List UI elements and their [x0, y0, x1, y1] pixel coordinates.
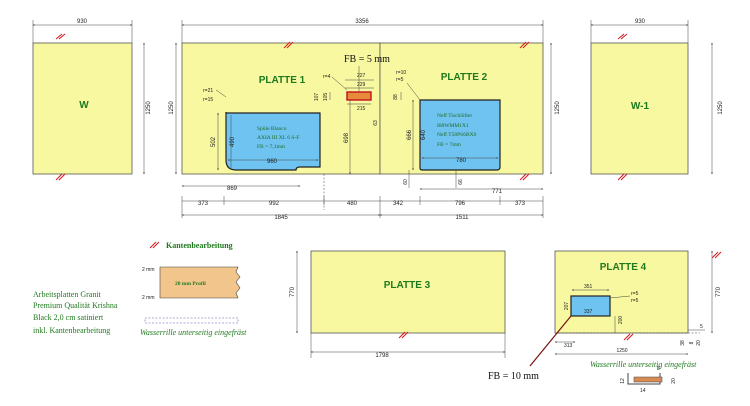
svg-text:1798: 1798 [375, 353, 389, 359]
svg-text:66: 66 [458, 179, 464, 185]
svg-text:r=5: r=5 [396, 77, 404, 83]
svg-text:313: 313 [564, 343, 573, 349]
svg-text:229: 229 [357, 82, 366, 88]
wasser-label-1: Wasserrille unterseitig eingefräst [140, 328, 247, 337]
svg-text:502: 502 [211, 136, 217, 147]
svg-text:1250: 1250 [718, 101, 724, 115]
svg-text:107: 107 [314, 93, 320, 102]
svg-text:342: 342 [393, 201, 404, 207]
kanten-label: Kantenbearbeitung [166, 241, 233, 250]
platte-3-title: PLATTE 3 [384, 280, 431, 291]
p1-height-dim: 1250 [169, 101, 175, 115]
svg-text:930: 930 [635, 19, 646, 25]
svg-text:780: 780 [456, 158, 467, 164]
svg-text:373: 373 [515, 201, 526, 207]
platte-2-title: PLATTE 2 [441, 72, 488, 83]
svg-text:207: 207 [564, 302, 570, 311]
svg-text:r=21: r=21 [203, 88, 213, 94]
fb5-label: FB = 5 mm [344, 54, 390, 65]
svg-text:r=15: r=15 [203, 97, 213, 103]
svg-text:770: 770 [716, 286, 722, 297]
svg-text:20 mm Profil: 20 mm Profil [175, 281, 206, 287]
svg-text:r=4: r=4 [323, 74, 331, 80]
svg-text:Premium Qualität Krishna: Premium Qualität Krishna [33, 301, 118, 310]
p2-height-dim: 1250 [555, 101, 561, 115]
svg-text:2 mm: 2 mm [142, 295, 155, 301]
fb5-cutout [346, 91, 372, 101]
platte-1-title: PLATTE 1 [259, 75, 306, 86]
svg-text:Arbeitsplatten Granit: Arbeitsplatten Granit [33, 290, 102, 299]
svg-text:inkl. Kantenbearbeitung: inkl. Kantenbearbeitung [33, 326, 110, 335]
svg-text:63: 63 [373, 120, 379, 126]
sink-4 [570, 295, 611, 317]
sink-2-line-1: Neff Tischlüfter [437, 112, 472, 119]
profile-sample: 20 mm Profil 2 mm 2 mm [142, 266, 241, 301]
groove-detail: 8 12 20 14 [620, 366, 677, 394]
sink-2: Neff Tischlüfter I88WMM1X1 Neff T58PS6BX… [419, 99, 501, 171]
sink-1: Spüle Blanco AXIA III XL 6 S-F FB = 7,1m… [225, 111, 321, 171]
svg-text:200: 200 [618, 316, 624, 325]
svg-text:20: 20 [671, 378, 677, 384]
slab-w-label: W [79, 100, 89, 111]
w-height-dim: 1250 [146, 101, 152, 115]
slab-w-1: W-1 930 1250 [590, 19, 724, 181]
svg-text:698: 698 [344, 132, 350, 143]
svg-text:8: 8 [657, 366, 660, 372]
water-groove-sample [144, 317, 239, 324]
sink-2-line-3: Neff T58PS6BX0 [437, 131, 477, 138]
svg-text:14: 14 [640, 388, 646, 394]
svg-text:480: 480 [347, 201, 358, 207]
svg-text:227: 227 [357, 73, 366, 79]
total-width-dim: 3356 [355, 19, 369, 25]
sink-1-line-1: Spüle Blanco [257, 126, 287, 132]
svg-text:105: 105 [323, 93, 329, 102]
svg-text:351: 351 [584, 284, 593, 290]
edge-mark-icon [149, 241, 157, 249]
svg-text:640: 640 [421, 129, 427, 140]
svg-text:373: 373 [198, 201, 209, 207]
sink-2-line-2: I88WMM1X1 [437, 123, 469, 129]
platte-4-title: PLATTE 4 [600, 262, 647, 273]
svg-text:666: 666 [407, 129, 413, 140]
svg-text:1511: 1511 [456, 215, 470, 221]
svg-text:337: 337 [584, 309, 593, 315]
svg-text:215: 215 [357, 106, 366, 112]
svg-text:88: 88 [393, 94, 399, 100]
svg-text:869: 869 [227, 186, 238, 192]
svg-text:20: 20 [696, 340, 702, 346]
sink-1-line-3: FB = 7,1mm [257, 144, 286, 150]
slab-platte-4: PLATTE 4 351 207 337 200 r=5 r=5 313 125… [554, 250, 722, 355]
sink-1-line-2: AXIA III XL 6 S-F [257, 135, 299, 141]
svg-text:r=5: r=5 [631, 298, 639, 304]
svg-text:5: 5 [700, 324, 703, 330]
svg-text:796: 796 [455, 201, 466, 207]
svg-text:38: 38 [680, 340, 686, 346]
fb10-label: FB = 10 mm [488, 371, 539, 382]
material-info: Arbeitsplatten Granit Premium Qualität K… [33, 290, 118, 335]
svg-text:60: 60 [403, 179, 409, 185]
svg-text:r=10: r=10 [396, 70, 406, 76]
svg-text:960: 960 [267, 159, 278, 165]
svg-text:490: 490 [230, 136, 236, 147]
svg-text:770: 770 [290, 286, 296, 297]
bottom-dimension-chain: 373 992 480 342 796 373 1845 1511 [181, 196, 544, 221]
wasser-label-2: Wasserrille unterseitig eingefräst [590, 360, 697, 369]
slab-platte-3: PLATTE 3 770 1798 [290, 250, 506, 359]
slab-w-1-label: W-1 [631, 101, 650, 112]
svg-text:Black 2,0 cm satiniert: Black 2,0 cm satiniert [33, 313, 104, 322]
svg-text:1250: 1250 [616, 348, 627, 354]
slab-w: W 930 1250 [32, 19, 152, 181]
svg-text:12: 12 [620, 378, 626, 384]
svg-text:r=5: r=5 [631, 291, 639, 297]
w-width-dim: 930 [77, 19, 88, 25]
svg-text:1845: 1845 [274, 215, 288, 221]
svg-text:771: 771 [492, 189, 503, 195]
fb10-leader [529, 315, 572, 367]
svg-text:2 mm: 2 mm [142, 267, 155, 273]
svg-text:992: 992 [269, 201, 280, 207]
sink-2-line-4: FB = 7mm [437, 142, 462, 148]
svg-text:8: 8 [689, 341, 695, 344]
